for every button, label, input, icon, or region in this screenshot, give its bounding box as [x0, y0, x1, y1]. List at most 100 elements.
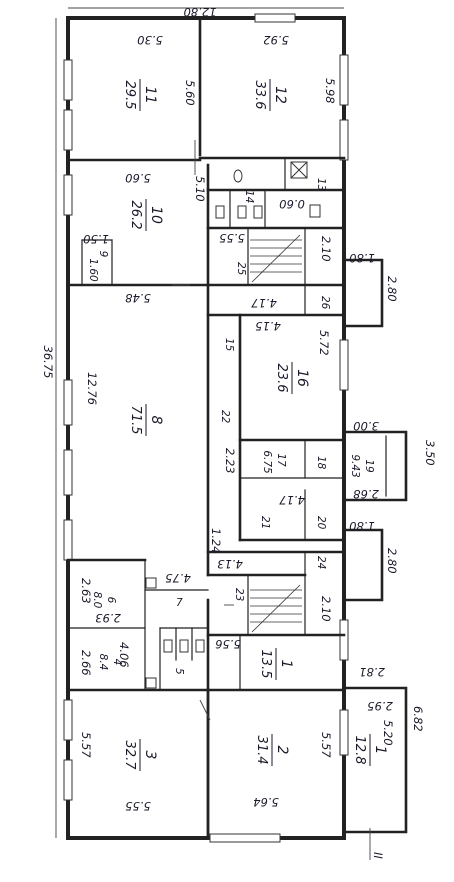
room-number: 16	[294, 369, 310, 387]
room-16: 16 23.6	[274, 362, 310, 394]
room-number: 2	[274, 746, 290, 755]
section-mark: II	[371, 852, 385, 859]
windows-left	[63, 59, 73, 801]
label-26: 26	[319, 296, 331, 310]
room-area: 71.5	[128, 406, 143, 435]
dim-label: 2.68	[353, 487, 379, 501]
dim-label: 1.24	[209, 528, 223, 554]
room-number: 11	[142, 86, 158, 104]
dim-label: 5.57	[319, 732, 333, 758]
dim-label: 5.48	[125, 291, 151, 305]
room-19: 19 9.43	[349, 454, 375, 477]
dim-label: 4.75	[165, 571, 191, 585]
room-number: 10	[148, 206, 164, 224]
dim-label: 0.60	[279, 197, 305, 211]
label-22: 22	[219, 410, 231, 424]
dim-label: 2.95	[367, 699, 393, 713]
dim-label: 5.55	[125, 799, 151, 813]
dim-label: 5.64	[253, 795, 279, 809]
dim-label: 1.50	[83, 232, 109, 246]
exterior-walls	[66, 16, 346, 840]
dim-label: 5.10	[193, 176, 207, 202]
room-area: 23.6	[274, 364, 289, 393]
dimension-labels: 5.30 5.92 5.60 5.98 5.60 5.10 0.60 5.55 …	[79, 33, 437, 813]
label-7: 7	[176, 597, 183, 609]
label-23: 23	[233, 588, 245, 601]
room-area: 26.2	[128, 201, 143, 230]
label-5: 5	[173, 668, 185, 675]
label-14: 14	[243, 190, 255, 203]
room-area: 33.6	[252, 81, 267, 110]
windows-top-bottom	[209, 13, 296, 843]
bay-lower	[342, 528, 384, 602]
room-number: 12	[272, 86, 288, 104]
dim-label: 2.66	[79, 650, 93, 676]
overall-length-label: 36.75	[41, 346, 55, 379]
label-24: 24	[315, 556, 327, 569]
dim-label: 5.20	[381, 720, 395, 746]
dim-label: 2.80	[385, 548, 399, 574]
room-10: 10 26.2	[128, 199, 164, 231]
dim-label: 4.17	[279, 493, 305, 507]
dim-label: 4.13	[217, 557, 243, 571]
dim-label: 5.92	[263, 33, 289, 47]
dim-label: 3.50	[423, 440, 437, 466]
room-number: 19	[363, 459, 375, 473]
room-4: 4 8.4	[97, 654, 123, 671]
label-15: 15	[223, 338, 235, 352]
dim-label: 1.80	[349, 519, 375, 533]
room-area: 8.4	[97, 654, 109, 671]
dim-label: 5.30	[137, 33, 163, 47]
dim-label: 3.00	[353, 419, 379, 433]
room-8: 8 71.5	[128, 404, 164, 436]
dim-label: 2.93	[95, 611, 121, 625]
room-1-small: 1 13.5	[258, 648, 294, 680]
label-25: 25	[235, 262, 247, 276]
room-3: 3 32.7	[122, 739, 158, 771]
dim-label: 4.06	[117, 642, 131, 668]
dim-label: 5.57	[79, 732, 93, 758]
interior-walls	[66, 16, 346, 840]
dim-label: 2.10	[319, 596, 333, 622]
label-20: 20	[315, 516, 327, 530]
room-area: 9.43	[349, 454, 361, 477]
room-area: 13.5	[258, 650, 273, 679]
label-18: 18	[315, 456, 327, 470]
dim-label: 5.60	[125, 171, 151, 185]
dim-label: 4.15	[255, 319, 281, 333]
dim-label: 2.80	[385, 276, 399, 302]
room-17: 17 6.75	[261, 450, 287, 474]
room-area: 31.4	[254, 736, 269, 765]
dim-label: 2.63	[79, 578, 93, 604]
dim-label: 2.10	[319, 236, 333, 262]
room-6: 6 8.0	[91, 592, 117, 609]
bay-room1	[342, 686, 408, 834]
room-area: 6.75	[261, 450, 273, 474]
room-number: 6	[105, 597, 117, 604]
toilet-fixtures	[145, 161, 321, 689]
room-area: 8.0	[91, 592, 103, 609]
room-12: 12 33.6	[252, 79, 288, 111]
room-number: 1	[372, 746, 388, 755]
room-2: 2 31.4	[254, 734, 290, 766]
label-13: 13	[315, 178, 327, 191]
dim-label: 12.76	[85, 372, 99, 405]
dim-label: 5.56	[215, 637, 241, 651]
dim-label: 5.60	[183, 80, 197, 106]
room-number: 9	[97, 251, 109, 258]
room-number: 1	[278, 660, 294, 669]
room-number: 17	[275, 453, 287, 467]
room-number: 3	[142, 751, 158, 760]
dim-label: 5.72	[317, 330, 331, 356]
dim-label: 5.55	[219, 231, 245, 245]
room-area: 32.7	[122, 741, 137, 771]
dim-label: 4.17	[251, 296, 277, 310]
room-area: 12.8	[352, 736, 367, 765]
dim-label: 1.80	[349, 251, 375, 265]
room-area: 1.60	[87, 258, 99, 282]
bay-middle	[342, 430, 408, 502]
label-21: 21	[259, 516, 271, 529]
stair-upper	[250, 234, 302, 283]
dimension-lines	[55, 7, 371, 860]
